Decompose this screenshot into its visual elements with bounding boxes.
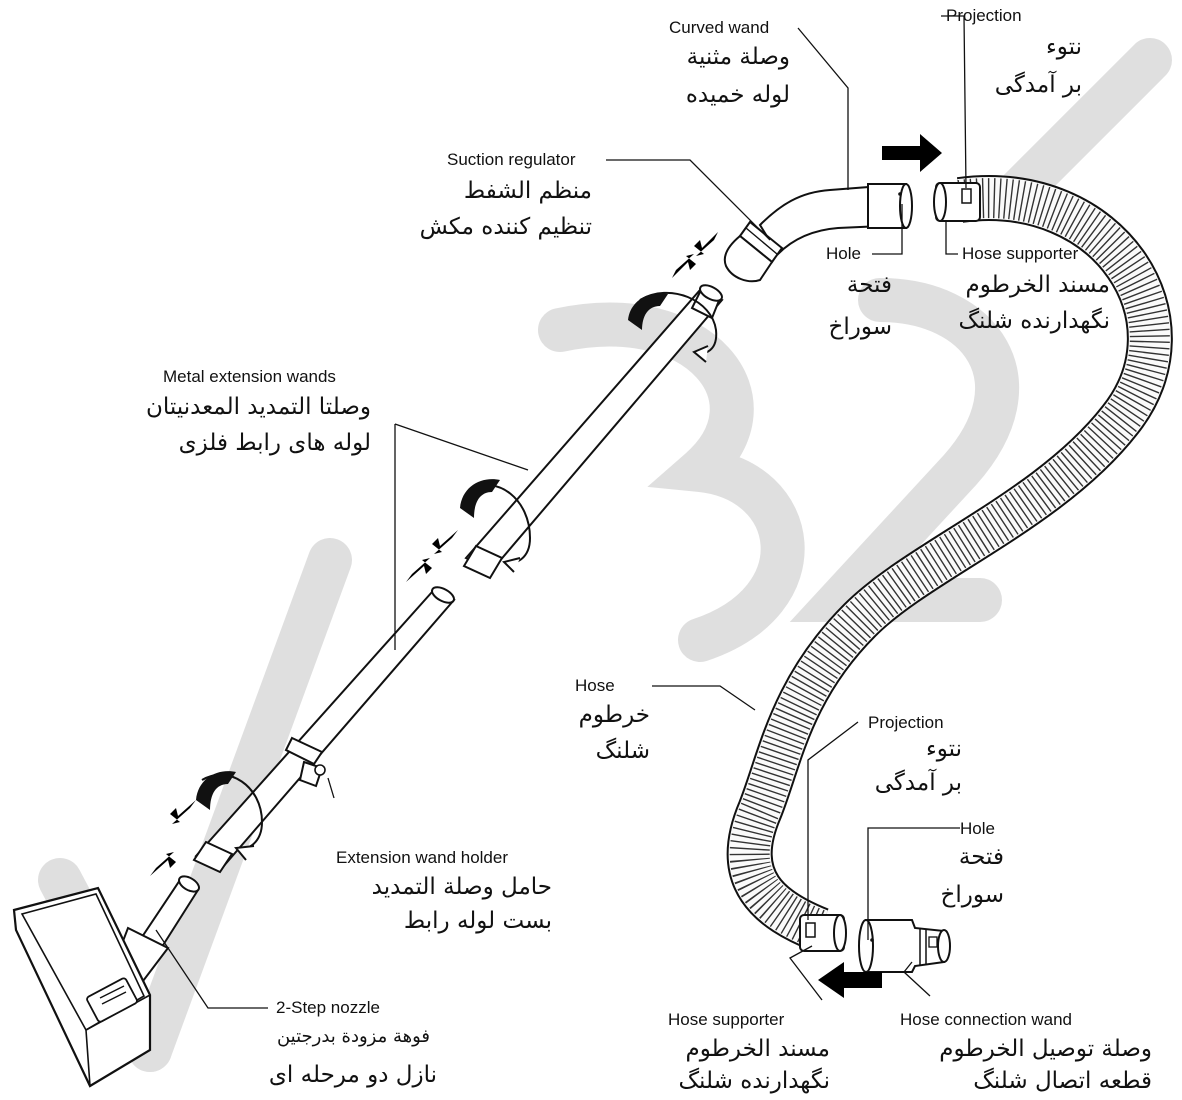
extension-wand-holder-label-fa: بست لوله رابط [403,908,552,934]
hole-top-label-en: Hole [826,244,861,263]
hose-supporter-top-label-ar: مسند الخرطوم [965,272,1110,298]
hose-label-en: Hose [575,676,615,695]
hole-bottom-label-fa: سوراخ [940,882,1005,908]
projection-bottom-label-fa: بر آمدگی [874,770,962,796]
curved-wand [723,183,913,283]
extension-wand-holder-label-en: Extension wand holder [336,848,509,867]
projection-top-label-en: Projection [946,6,1022,25]
hole-bottom-label-en: Hole [960,819,995,838]
hose-connection-wand [858,919,951,973]
hose-connection-wand-label-fa: قطعه اتصال شلنگ [973,1068,1152,1094]
hose-supporter-bottom-label-fa: نگهدارنده شلنگ [678,1068,830,1094]
metal-extension-wands-label-ar: وصلتا التمديد المعدنيتان [145,394,371,420]
two-step-nozzle-label-en: 2-Step nozzle [276,998,380,1017]
leader-lines [155,15,967,1009]
hose-supporter-top-label-fa: نگهدارنده شلنگ [958,308,1110,334]
curved-wand-label-fa: لوله خمیده [685,82,790,108]
projection-bottom-label-en: Projection [868,713,944,732]
hole-bottom-label-ar: فتحة [958,844,1004,870]
hose-connection-wand-label-en: Hose connection wand [900,1010,1073,1029]
rotation-arrow-bottom [196,771,264,861]
metal-extension-wands-label-fa: لوله های رابط فلزی [178,430,371,456]
suction-regulator-label-en: Suction regulator [447,150,576,169]
projection-top-label-ar: نتوء [1045,34,1082,60]
two-step-nozzle-label-fa: نازل دو مرحله ای [268,1062,437,1088]
hose-supporter-top-label-en: Hose supporter [962,244,1079,263]
hose-label-ar: خرطوم [578,702,650,728]
hose-supporter-bottom-label-en: Hose supporter [668,1010,785,1029]
curved-wand-label-ar: وصلة مثنية [686,44,790,70]
hose-supporter-top [933,182,981,222]
extension-wand-holder-label-ar: حامل وصلة التمديد [371,874,552,900]
projection-top-label-fa: بر آمدگی [994,72,1082,98]
hose-label-fa: شلنگ [595,738,650,764]
metal-extension-wands-label-en: Metal extension wands [163,367,336,386]
assembly-arrows [150,134,942,998]
metal-extension-wand-lower [192,586,456,874]
two-step-nozzle-label-ar: فوهة مزودة بدرجتين [276,1026,430,1047]
two-step-nozzle [12,875,200,1088]
hose [726,175,1173,952]
hole-top-label-fa: سوراخ [828,314,893,340]
projection-bottom-label-ar: نتوء [925,736,962,762]
rotation-arrow-top [628,291,718,363]
suction-regulator-label-fa: تنظیم کننده مکش [419,214,592,240]
rotation-arrow-middle [460,479,532,573]
metal-extension-wand-upper [462,284,724,580]
suction-regulator-label-ar: منظم الشفط [463,178,592,204]
curved-wand-label-en: Curved wand [669,18,770,37]
hose-supporter-bottom [799,914,847,952]
hose-supporter-bottom-label-ar: مسند الخرطوم [685,1036,830,1062]
hole-top-label-ar: فتحة [846,272,892,298]
hose-connection-wand-label-ar: وصلة توصيل الخرطوم [939,1036,1152,1062]
